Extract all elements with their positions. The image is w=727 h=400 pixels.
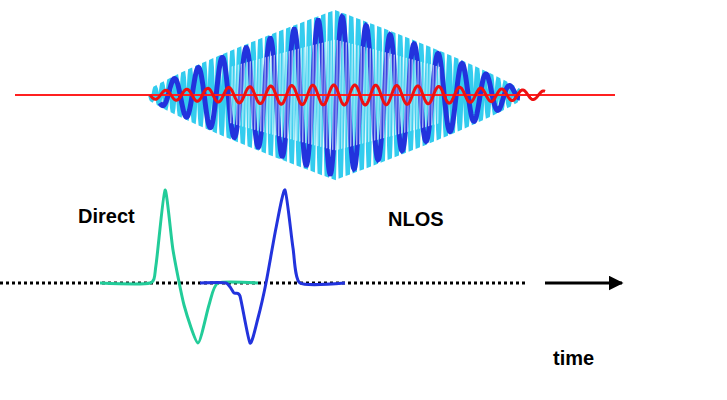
time-arrow (545, 282, 622, 285)
signal-label: Direct (78, 205, 135, 228)
baseline (15, 94, 615, 96)
red-wave (150, 85, 545, 105)
dotted-axis (0, 282, 525, 285)
nlos-pulse (200, 190, 345, 343)
signal-label: time (553, 347, 594, 370)
pulses (100, 190, 345, 343)
uwb-wave (150, 85, 545, 105)
signal-label: NLOS (388, 208, 444, 231)
